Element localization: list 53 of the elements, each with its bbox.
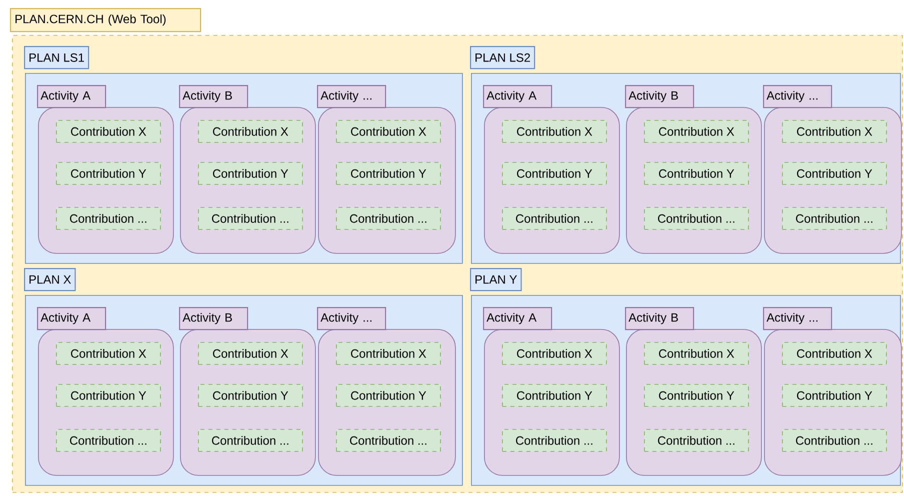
contribution-box: Contribution X (336, 120, 441, 143)
contribution-box: Contribution Y (644, 384, 749, 407)
node-label: PLAN X (30, 275, 71, 284)
node-label: Activity ... (320, 90, 372, 102)
contribution-box: Contribution ... (782, 207, 887, 230)
contribution-box: Contribution Y (336, 384, 441, 407)
contribution-box: Contribution Y (502, 162, 607, 185)
contribution-box: Contribution Y (198, 162, 303, 185)
node-label: Activity A (40, 312, 91, 324)
contribution-box: Contribution X (782, 342, 887, 365)
contribution-box: Contribution ... (56, 207, 161, 230)
node-label: Activity A (486, 312, 537, 324)
contribution-box: Contribution Y (782, 384, 887, 407)
node-label: Activity A (40, 90, 91, 102)
contribution-box: Contribution ... (198, 429, 303, 452)
contribution-box: Contribution X (644, 342, 749, 365)
node-label: Activity ... (320, 312, 372, 324)
node-label: Activity B (182, 90, 232, 102)
node-label: PLAN.CERN.CH (Web Tool) (16, 14, 166, 26)
contribution-box: Contribution ... (502, 429, 607, 452)
node-label: Activity B (628, 90, 678, 102)
contribution-box: Contribution Y (198, 384, 303, 407)
contribution-box: Contribution ... (782, 429, 887, 452)
contribution-box: Contribution Y (56, 162, 161, 185)
contribution-box: Contribution Y (56, 384, 161, 407)
contribution-box: Contribution X (502, 342, 607, 365)
contribution-box: Contribution ... (336, 429, 441, 452)
contribution-box: Contribution X (644, 120, 749, 143)
contribution-box: Contribution ... (644, 207, 749, 230)
node-label: Activity ... (766, 312, 818, 324)
contribution-box: Contribution ... (502, 207, 607, 230)
contribution-box: Contribution Y (644, 162, 749, 185)
node-label: Activity ... (766, 90, 818, 102)
node-label: PLAN LS1 (30, 53, 84, 62)
node-label: Activity B (628, 312, 678, 324)
contribution-box: Contribution Y (502, 384, 607, 407)
contribution-box: Contribution Y (336, 162, 441, 185)
contribution-box: Contribution ... (198, 207, 303, 230)
contribution-box: Contribution X (336, 342, 441, 365)
contribution-box: Contribution X (56, 342, 161, 365)
contribution-box: Contribution X (198, 342, 303, 365)
node-label: PLAN LS2 (476, 53, 530, 62)
node-label: Activity B (182, 312, 232, 324)
contribution-box: Contribution X (198, 120, 303, 143)
contribution-box: Contribution X (502, 120, 607, 143)
contribution-box: Contribution X (56, 120, 161, 143)
contribution-box: Contribution Y (782, 162, 887, 185)
contribution-box: Contribution ... (56, 429, 161, 452)
contribution-box: Contribution X (782, 120, 887, 143)
contribution-box: Contribution ... (644, 429, 749, 452)
node-label: Activity A (486, 90, 537, 102)
node-label: PLAN Y (476, 275, 517, 284)
contribution-box: Contribution ... (336, 207, 441, 230)
